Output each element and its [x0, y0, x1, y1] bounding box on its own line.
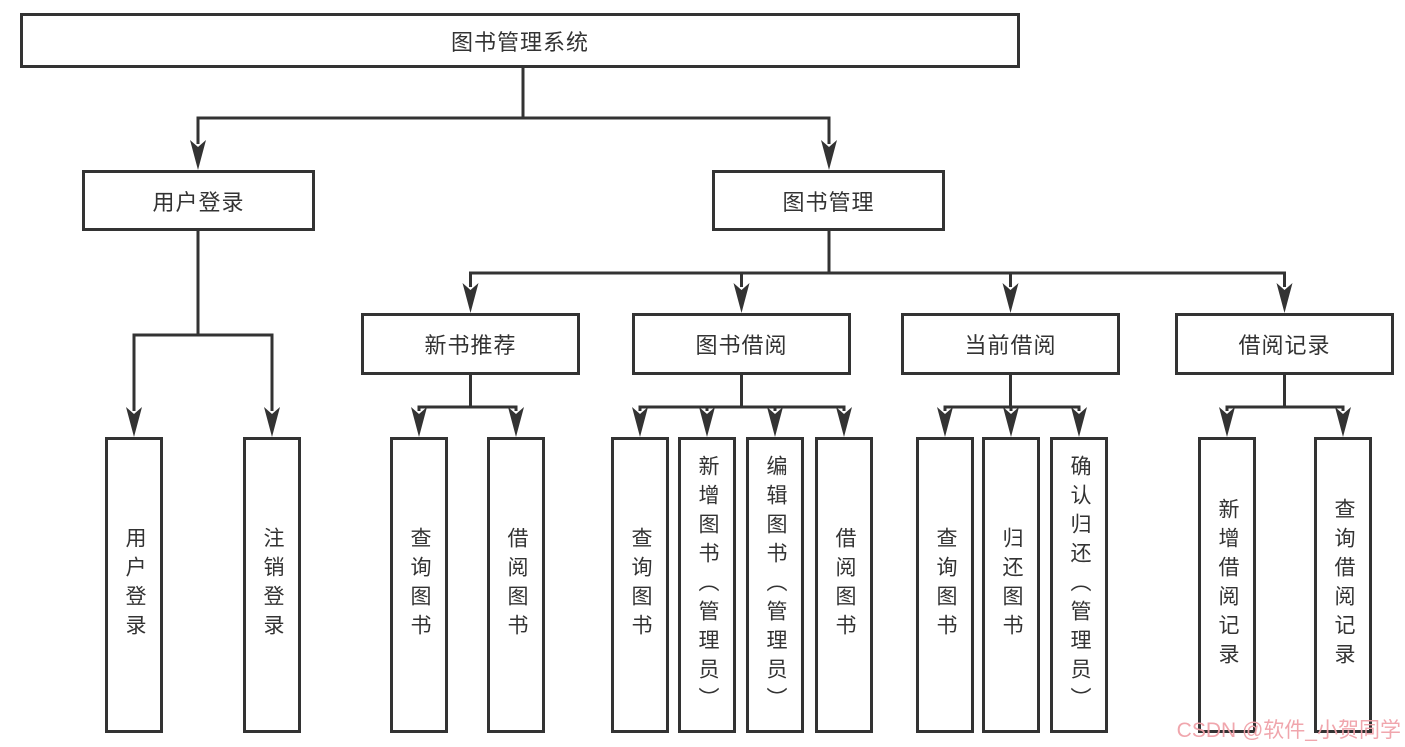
- leaf-borrow-books: 借阅图书: [815, 437, 873, 733]
- leaf-label: 归还图书: [1000, 527, 1023, 643]
- node-label: 图书管理: [782, 189, 875, 215]
- leaf-label: 编辑图书（管理员）: [764, 454, 787, 716]
- csdn-watermark: CSDN @软件_小贺同学: [1176, 719, 1401, 742]
- leaf-label: 借阅图书: [833, 527, 856, 643]
- leaf-add-book-admin: 新增图书（管理员）: [678, 437, 736, 733]
- node-current-borrow: 当前借阅: [901, 313, 1120, 375]
- node-new-book-recommend: 新书推荐: [361, 313, 580, 375]
- leaf-label: 新增图书（管理员）: [696, 454, 719, 716]
- leaf-logout: 注销登录: [243, 437, 301, 733]
- node-label: 借阅记录: [1238, 333, 1331, 358]
- leaf-label: 查询借阅记录: [1332, 498, 1355, 672]
- node-user-login: 用户登录: [82, 170, 315, 231]
- leaf-label: 查询图书: [629, 527, 652, 643]
- node-label: 图书管理系统: [450, 29, 589, 55]
- node-library-management-system: 图书管理系统: [20, 13, 1020, 68]
- leaf-label: 确认归还（管理员）: [1068, 454, 1091, 716]
- node-label: 图书借阅: [695, 333, 788, 358]
- leaf-label: 查询图书: [408, 527, 431, 643]
- leaf-label: 借阅图书: [505, 527, 528, 643]
- leaf-label: 注销登录: [261, 527, 284, 643]
- leaf-add-borrow-record: 新增借阅记录: [1198, 437, 1256, 733]
- node-label: 用户登录: [152, 189, 245, 215]
- node-book-management: 图书管理: [712, 170, 945, 231]
- leaf-query-books-recommend: 查询图书: [390, 437, 448, 733]
- leaf-query-borrow-record: 查询借阅记录: [1314, 437, 1372, 733]
- leaf-user-login: 用户登录: [105, 437, 163, 733]
- leaf-label: 新增借阅记录: [1216, 498, 1239, 672]
- node-label: 当前借阅: [964, 333, 1057, 358]
- leaf-label: 用户登录: [123, 527, 146, 643]
- leaf-confirm-return-admin: 确认归还（管理员）: [1050, 437, 1108, 733]
- leaf-label: 查询图书: [934, 527, 957, 643]
- node-label: 新书推荐: [424, 333, 517, 358]
- node-book-borrow: 图书借阅: [632, 313, 851, 375]
- leaf-borrow-books-recommend: 借阅图书: [487, 437, 545, 733]
- leaf-edit-book-admin: 编辑图书（管理员）: [746, 437, 804, 733]
- arrowheads: [126, 140, 1351, 437]
- leaf-return-book: 归还图书: [982, 437, 1040, 733]
- leaf-query-books-borrow: 查询图书: [611, 437, 669, 733]
- node-borrow-records: 借阅记录: [1175, 313, 1394, 375]
- leaf-query-books-current: 查询图书: [916, 437, 974, 733]
